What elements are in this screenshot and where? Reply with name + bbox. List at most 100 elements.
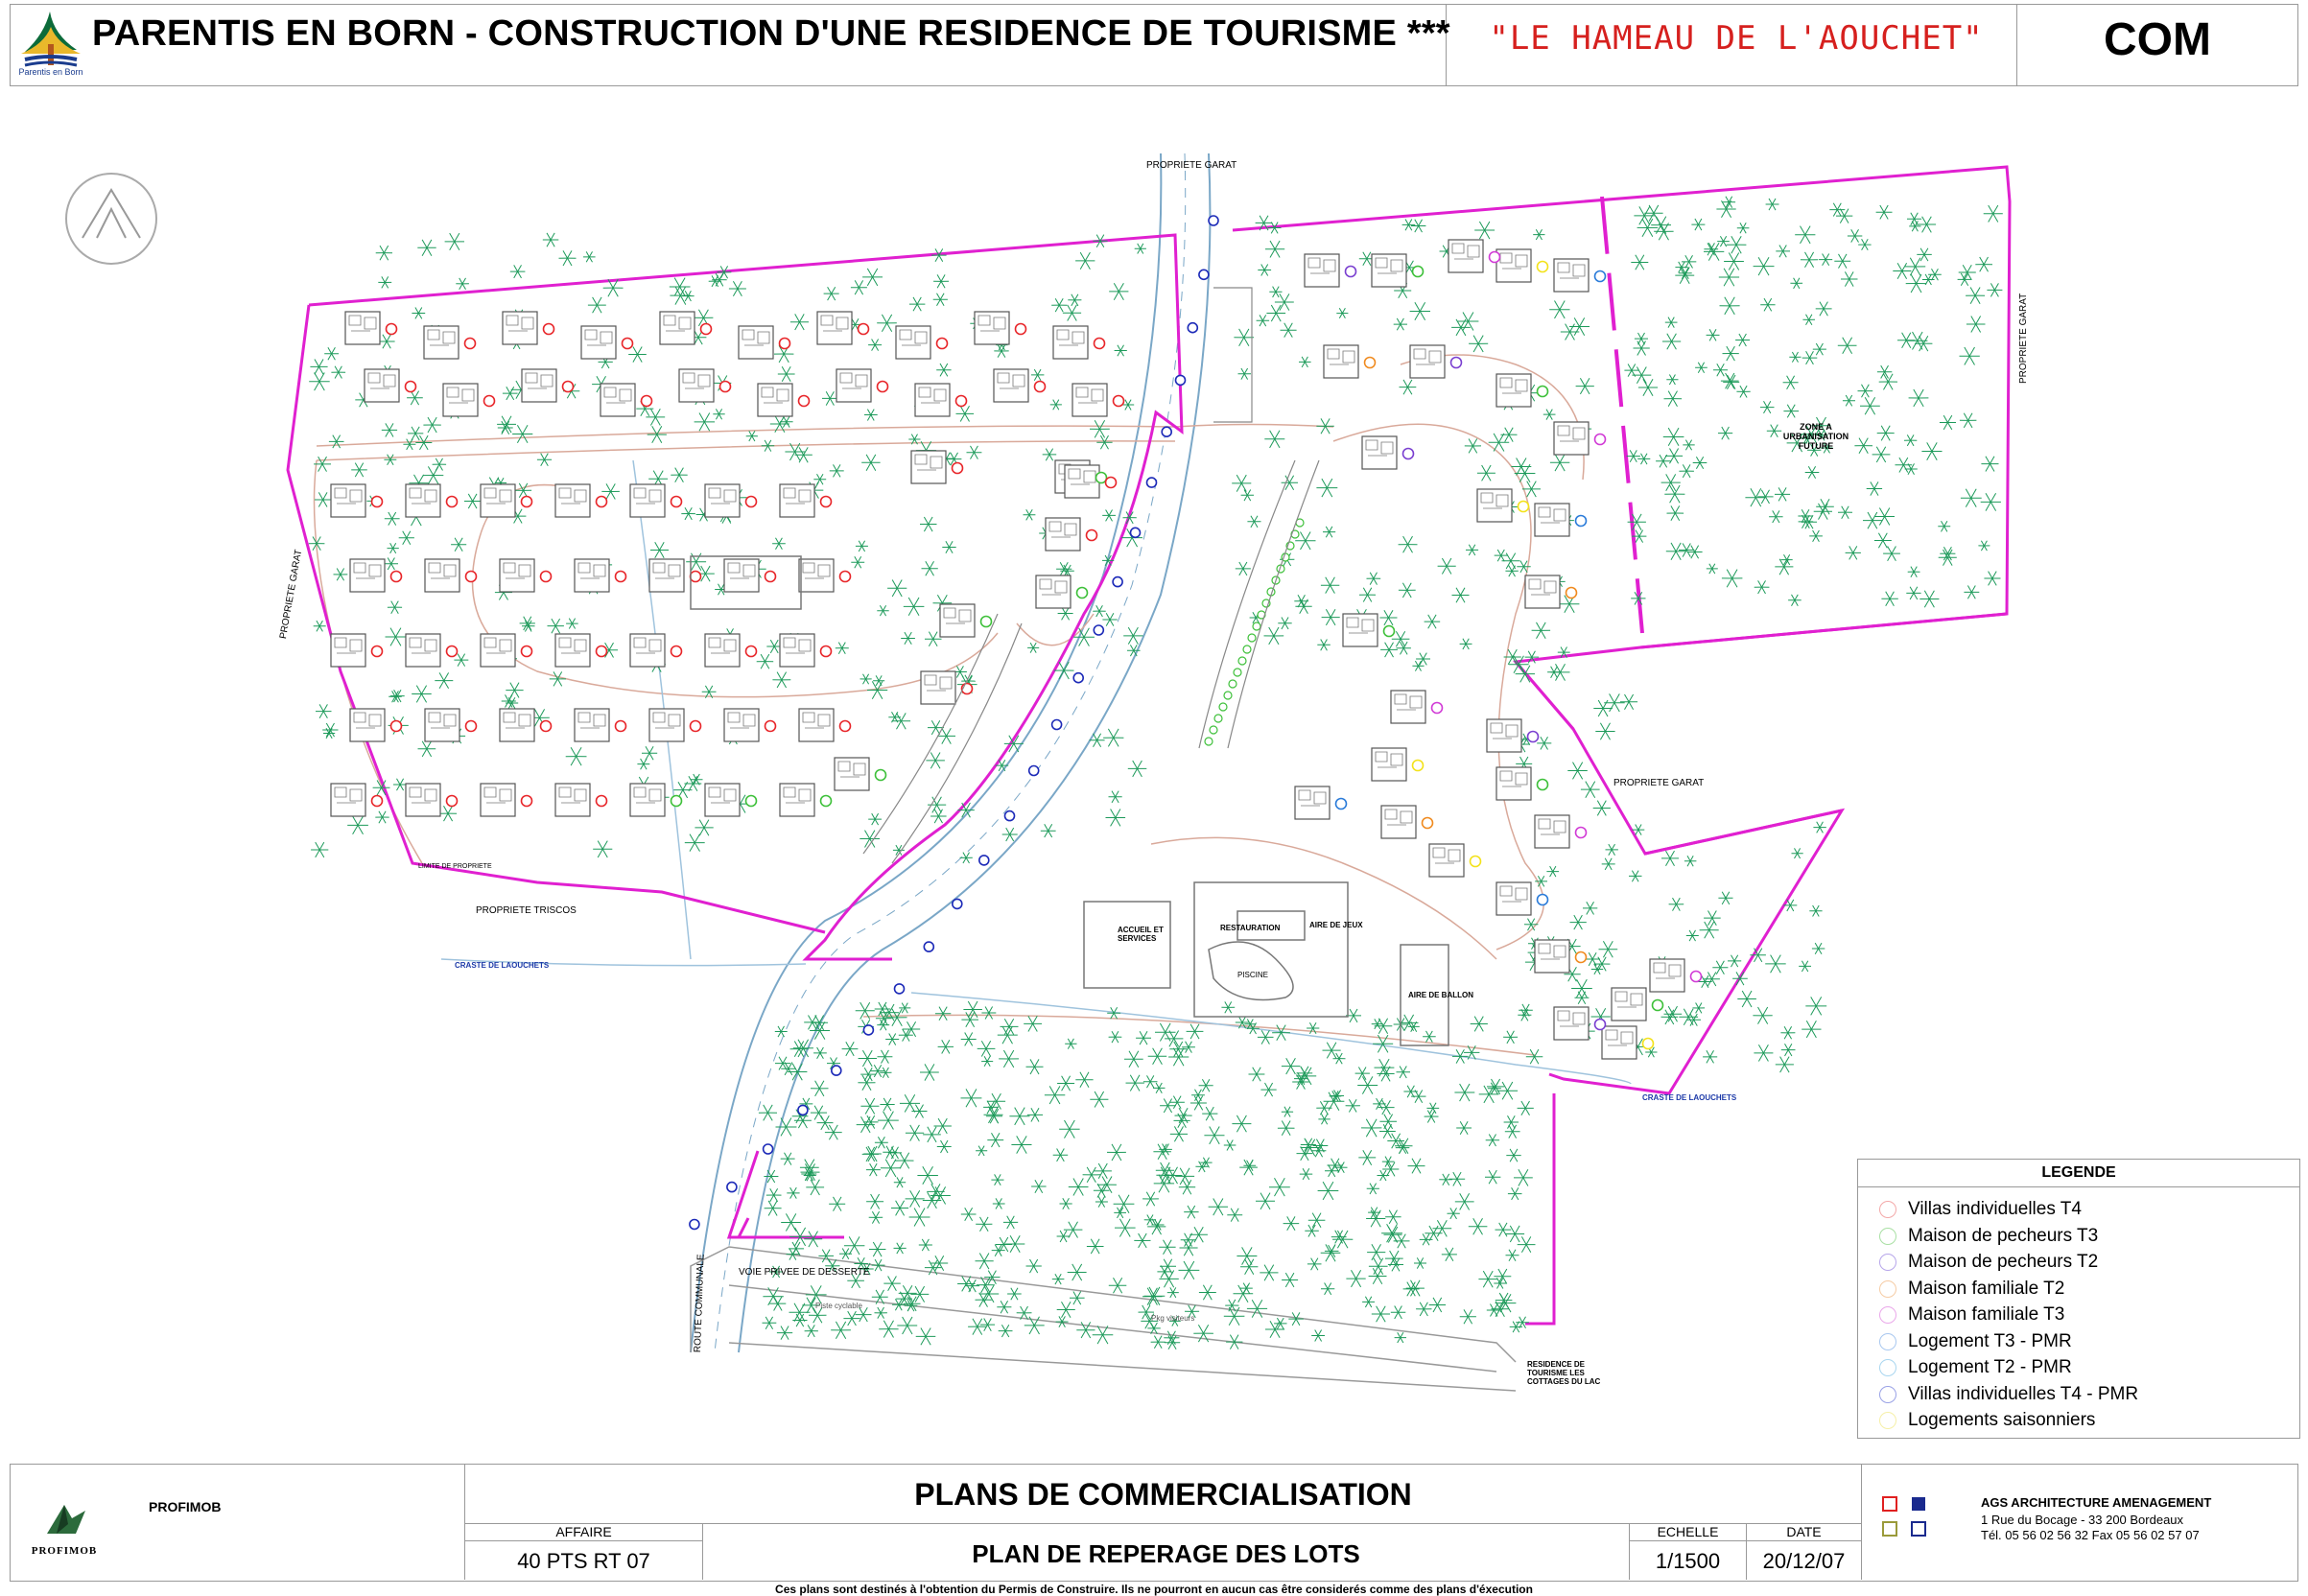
house-interior [334,487,363,505]
tree-icon [1484,1169,1501,1185]
lot-marker [595,495,608,508]
label-terrain-ballon: AIRE DE BALLON [1408,991,1473,999]
road-marker [797,1104,809,1116]
tree-icon [1921,442,1943,460]
house-footprint [330,783,366,817]
house-footprint [648,708,685,742]
tree-icon [505,696,519,709]
tree-icon [1627,513,1646,530]
tree-icon [908,296,926,312]
tree-icon [1983,204,2003,223]
tree-icon [1813,503,1833,520]
tree-icon [965,1279,980,1293]
tree-icon [1876,364,1893,379]
road-marker [978,855,990,866]
road-marker [862,1024,875,1036]
legend-label: Maison de pecheurs T2 [1908,1252,2099,1272]
road-marker [1003,810,1016,822]
tree-icon [899,1002,911,1014]
tree-icon [1225,1299,1239,1312]
tree-icon [1697,974,1712,989]
tree-icon [1686,545,1703,559]
tree-icon [1780,1043,1796,1057]
tree-icon [1774,487,1791,502]
tree-icon [1679,464,1694,479]
tree-icon [873,675,885,687]
tree-icon [1093,1183,1110,1198]
tree-icon [1765,954,1786,974]
tree-icon [1345,1008,1362,1023]
tree-icon [1189,1226,1208,1243]
house-footprint [502,311,538,345]
tree-icon [860,1067,877,1082]
tree-icon [384,454,397,466]
house-footprint [1380,805,1417,839]
house-interior [783,637,812,654]
tree-icon [1582,901,1598,915]
tree-icon [1157,1265,1172,1279]
tree-icon [1604,693,1625,713]
tree-icon [761,439,775,452]
tree-icon [1695,362,1707,374]
house-footprint [920,670,956,705]
tree-icon [1040,824,1056,838]
tree-icon [1515,665,1536,683]
tree-icon [1024,1316,1045,1335]
footer-note: Ces plans sont destinés à l'obtention du… [775,1583,1533,1596]
tree-icon [1631,591,1646,605]
lot-marker [1651,998,1664,1012]
tree-icon [1053,661,1074,680]
tree-icon [375,245,393,261]
tree-icon [880,1067,892,1078]
tree-icon [765,1187,782,1203]
tree-icon [879,1320,899,1338]
tree-icon [1478,1270,1498,1288]
legend-item: Maison de pecheurs T2 [1879,1251,2098,1274]
tree-icon [1601,857,1615,871]
tree-icon [1002,1215,1019,1230]
tree-icon [764,1169,779,1184]
tree-icon [959,852,973,864]
tree-icon [1067,1263,1087,1281]
label-limite-propriete: LIMITE DE PROPRIETE [418,863,492,870]
house-footprint [659,311,695,345]
project-name: "LE HAMEAU DE L'AOUCHET" [1489,19,1984,58]
tree-icon [1121,399,1135,411]
tree-icon [536,453,553,467]
house-interior [1432,847,1461,864]
house-interior [506,315,534,332]
tree-icon [789,314,810,331]
tree-icon [1232,1115,1252,1133]
lot-marker [1112,394,1125,408]
lot-marker [764,719,777,733]
tree-icon [1590,963,1604,975]
tree-icon [1102,509,1117,522]
tree-icon [1416,1302,1432,1317]
road-marker [1129,527,1142,539]
tree-icon [955,406,975,422]
tree-icon [582,251,596,263]
tree-icon [806,1179,825,1196]
tree-icon [1737,990,1756,1008]
house-interior [1557,262,1586,279]
tree-icon [1411,1090,1426,1104]
tree-icon [1321,609,1340,626]
house-interior [334,637,363,654]
tree-icon [1495,1293,1517,1313]
lot-marker [951,461,964,475]
tree-icon [1147,1047,1167,1065]
tree-icon [1395,1141,1410,1155]
tree-icon [1524,650,1540,664]
tree-icon [509,265,526,279]
house-footprint [1371,253,1407,288]
tree-icon [565,746,587,766]
tree-icon [1663,1005,1683,1022]
tree-icon [1507,1187,1522,1201]
tree-icon [1283,1216,1300,1232]
tree-icon [1717,235,1730,247]
tree-icon [992,1198,1005,1209]
tree-icon [856,1116,875,1134]
tree-icon [417,740,436,758]
tree-icon [1631,254,1649,270]
house-interior [367,372,396,389]
